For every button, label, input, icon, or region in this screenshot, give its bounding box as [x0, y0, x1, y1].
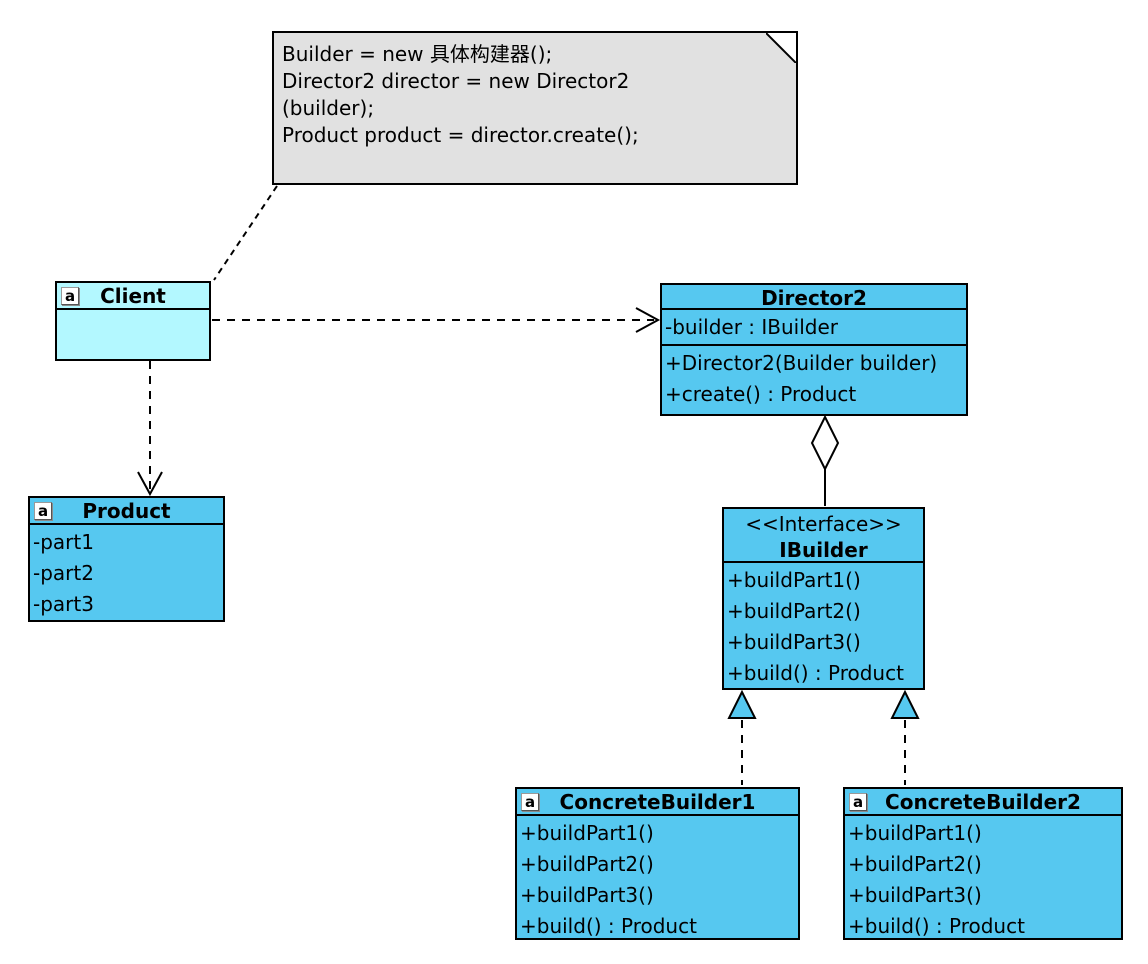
class-title: Director2	[761, 286, 867, 310]
attribute-row: -part2	[33, 561, 94, 585]
class-title: ConcreteBuilder2	[885, 790, 1081, 814]
interface-box-ibuilder: <<Interface>> IBuilder +buildPart1() +bu…	[722, 507, 925, 690]
interface-stereotype: <<Interface>>	[745, 512, 902, 536]
method-row: +build() : Product	[727, 661, 904, 685]
methods-section: +buildPart1() +buildPart2() +buildPart3(…	[724, 563, 923, 691]
anchor-line-note-client	[213, 185, 278, 281]
class-box-concretebuilder1: a ConcreteBuilder1 +buildPart1() +buildP…	[515, 787, 800, 940]
note-text: Builder = new 具体构建器(); Director2 directo…	[282, 41, 762, 149]
realization-concretebuilder2-ibuilder	[890, 689, 920, 785]
class-title: Client	[100, 284, 166, 308]
method-row: +buildPart1()	[727, 568, 861, 592]
attribute-row: -part1	[33, 530, 94, 554]
aggregation-director2-ibuilder	[810, 414, 840, 506]
open-arrowhead-icon	[635, 307, 661, 333]
note-line: Director2 director = new Director2	[282, 69, 630, 93]
realization-concretebuilder1-ibuilder	[727, 689, 757, 785]
interface-header: <<Interface>> IBuilder	[724, 509, 923, 563]
hollow-diamond-icon	[810, 414, 840, 472]
open-arrowhead-icon	[137, 471, 163, 497]
method-row: +buildPart2()	[848, 852, 982, 876]
class-title: ConcreteBuilder1	[559, 790, 756, 814]
note-line: (builder);	[282, 96, 375, 120]
method-row: +buildPart3()	[520, 883, 654, 907]
methods-section: +buildPart1() +buildPart2() +buildPart3(…	[517, 816, 798, 944]
methods-section: +buildPart1() +buildPart2() +buildPart3(…	[845, 816, 1121, 944]
class-box-director2: Director2 -builder : IBuilder +Director2…	[660, 283, 968, 416]
class-body-empty	[57, 310, 209, 359]
hollow-triangle-icon	[727, 689, 757, 719]
anchor-dashed-line	[213, 185, 278, 281]
dependency-client-director2	[212, 307, 661, 333]
method-row: +build() : Product	[520, 914, 697, 938]
method-row: +buildPart3()	[727, 630, 861, 654]
code-note: Builder = new 具体构建器(); Director2 directo…	[272, 31, 798, 185]
class-a-icon: a	[34, 502, 52, 520]
method-row: +buildPart2()	[520, 852, 654, 876]
attribute-row: -builder : IBuilder	[665, 315, 839, 339]
method-row: +build() : Product	[848, 914, 1025, 938]
methods-section: +Director2(Builder builder) +create() : …	[662, 346, 966, 412]
attributes-section: -builder : IBuilder	[662, 310, 966, 346]
class-header: Director2	[662, 285, 966, 310]
class-a-icon: a	[849, 793, 867, 811]
attribute-row: -part3	[33, 592, 94, 616]
method-row: +buildPart3()	[848, 883, 982, 907]
class-header: a ConcreteBuilder1	[517, 789, 798, 816]
class-header: a Product	[30, 498, 223, 525]
class-header: a ConcreteBuilder2	[845, 789, 1121, 816]
attributes-section: -part1 -part2 -part3	[30, 525, 223, 622]
class-header: a Client	[57, 283, 209, 310]
class-a-icon: a	[61, 287, 79, 305]
class-a-icon: a	[521, 793, 539, 811]
class-box-concretebuilder2: a ConcreteBuilder2 +buildPart1() +buildP…	[843, 787, 1123, 940]
dependency-client-product	[137, 361, 163, 497]
class-box-client: a Client	[55, 281, 211, 361]
interface-title: IBuilder	[779, 538, 868, 562]
class-title: Product	[82, 499, 171, 523]
method-row: +buildPart2()	[727, 599, 861, 623]
note-line: Product product = director.create();	[282, 123, 639, 147]
hollow-triangle-icon	[890, 689, 920, 719]
method-row: +create() : Product	[665, 382, 857, 406]
note-fold-corner-icon	[766, 33, 796, 63]
class-box-product: a Product -part1 -part2 -part3	[28, 496, 225, 622]
method-row: +buildPart1()	[848, 821, 982, 845]
note-line: Builder = new 具体构建器();	[282, 42, 553, 66]
method-row: +buildPart1()	[520, 821, 654, 845]
method-row: +Director2(Builder builder)	[665, 351, 938, 375]
